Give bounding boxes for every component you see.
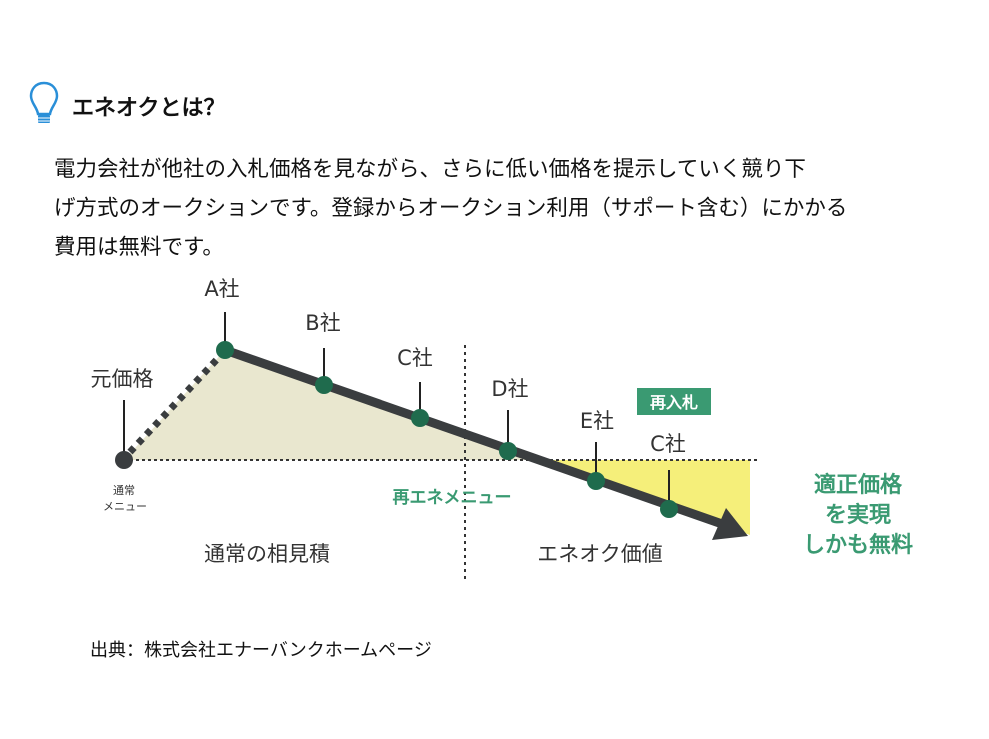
company-label: D社	[491, 377, 528, 401]
dotted-rise	[127, 351, 225, 455]
arrow-head	[712, 508, 748, 540]
bid-point	[411, 409, 429, 427]
bid-point	[587, 472, 605, 490]
company-label: C社	[397, 346, 433, 370]
bid-point	[499, 442, 517, 460]
lightbulb-icon	[29, 81, 59, 123]
normal-menu-label: 通常	[113, 484, 135, 497]
page-title: エネオクとは？	[72, 96, 226, 121]
bid-point	[315, 376, 333, 394]
price-line	[223, 345, 727, 530]
company-label: E社	[580, 409, 614, 433]
rebid-badge	[637, 388, 711, 415]
source-note: 出典：株式会社エナーバンクホームページ	[90, 640, 432, 661]
description: 電力会社が他社の入札価格を見ながら、さらに低い価格を提示していく競り下 げ方式の…	[54, 150, 974, 267]
original-point	[115, 451, 133, 469]
section-left-label: 通常の相見積	[204, 542, 330, 566]
normal-menu-label: メニュー	[103, 500, 147, 513]
section-right-label: エネオク価値	[537, 542, 663, 566]
rebid-badge-label: 再入札	[650, 393, 698, 412]
callout-line: を実現	[825, 502, 891, 528]
description-line: 電力会社が他社の入札価格を見ながら、さらに低い価格を提示していく競り下	[54, 157, 806, 182]
normal-area-fill	[124, 350, 539, 460]
original-price-label: 元価格	[91, 367, 154, 391]
bid-point	[660, 500, 678, 518]
renewable-menu-label: 再エネメニュー	[393, 488, 512, 508]
bid-point	[216, 341, 234, 359]
callout-line: しかも無料	[803, 532, 913, 558]
company-label: A社	[204, 277, 239, 301]
company-label: B社	[305, 311, 340, 335]
description-line: げ方式のオークションです。登録からオークション利用（サポート含む）にかかる	[54, 196, 848, 221]
description-line: 費用は無料です。	[54, 235, 224, 260]
company-label: C社	[650, 432, 686, 456]
callout-line: 適正価格	[814, 472, 903, 498]
